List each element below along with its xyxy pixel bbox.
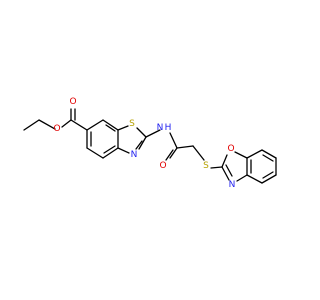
oxazole-oxygen: O (227, 144, 234, 154)
thioether-link (210, 166, 223, 169)
ethyl-group (23, 119, 56, 131)
oxazole-nitrogen: N (229, 180, 236, 190)
thiazole-ring (117, 125, 147, 154)
amide-hydrogen: H (165, 123, 172, 133)
chemical-structure: O O S N N H O S O N (23, 97, 277, 190)
thiazole-nitrogen: N (131, 150, 138, 160)
thioether-sulfur: S (203, 161, 209, 171)
amide-linker (145, 129, 205, 161)
ester-ether-oxygen: O (53, 124, 60, 134)
oxazole-ring (221, 151, 248, 182)
ester-carbonyl-oxygen: O (69, 97, 76, 107)
amide-oxygen: O (159, 161, 166, 171)
benzothiazole-benzene-ring (86, 119, 119, 159)
thiazole-sulfur: S (129, 119, 135, 129)
benzoxazole-benzene-ring (246, 149, 277, 184)
ester-group (61, 108, 88, 131)
amide-nitrogen: N (157, 123, 164, 133)
